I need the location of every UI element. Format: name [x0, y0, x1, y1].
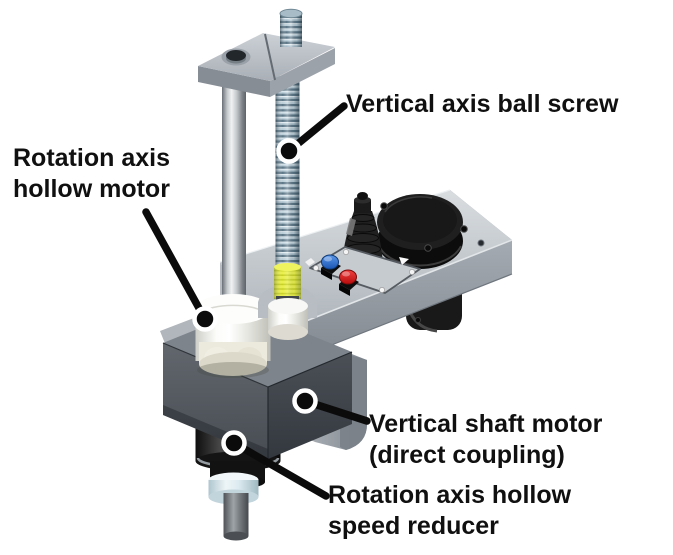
- ball-screw-nut-group: [258, 263, 317, 340]
- ball-screw-top-stub: [279, 8, 303, 47]
- dot-hollow-motor: [192, 306, 218, 332]
- arm-end-screw: [477, 239, 485, 247]
- dot-ball-screw: [276, 138, 302, 164]
- label-rotation-axis-hollow-speed-reducer: Rotation axis hollow speed reducer: [328, 481, 572, 540]
- label-vertical-axis-ball-screw: Vertical axis ball screw: [346, 90, 619, 118]
- button-plate: [305, 246, 421, 296]
- leader-hollow-motor: [142, 208, 209, 323]
- jog-button-blue: [321, 254, 341, 280]
- dot-shaft-motor: [292, 388, 318, 414]
- output-shaft: [223, 493, 249, 536]
- white-arrow-marker: [399, 257, 409, 265]
- leader-speed-reducer: [230, 439, 330, 500]
- connector-cap: [377, 194, 468, 269]
- arm-front-face: [268, 240, 512, 370]
- top-carriage-plate: [198, 33, 335, 97]
- white-marker: [305, 258, 315, 266]
- dot-speed-reducer: [221, 430, 247, 456]
- label-rotation-axis-hollow-motor: Rotation axis hollow motor: [13, 144, 170, 203]
- callout-dots: [192, 138, 318, 456]
- vertical-spline-shaft: [222, 84, 246, 318]
- jog-button-red: [339, 269, 359, 296]
- plate-hole: [226, 50, 246, 61]
- ball-screw-rod: [275, 76, 300, 272]
- label-vertical-shaft-motor: Vertical shaft motor (direct coupling): [369, 410, 603, 469]
